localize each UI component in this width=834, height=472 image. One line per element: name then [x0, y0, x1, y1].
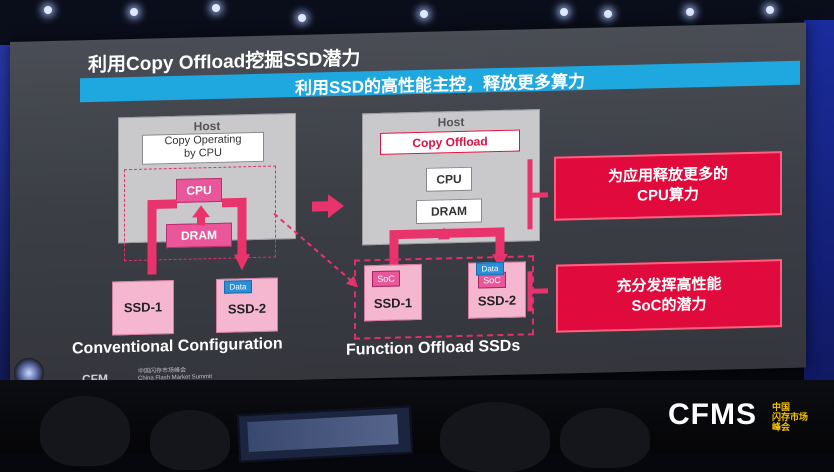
caption-offload: Function Offload SSDs	[346, 337, 521, 359]
copy-operating-box: Copy Operating by CPU	[142, 131, 264, 165]
corner-watermark-logo: CFMS	[668, 398, 757, 431]
phone-screen	[247, 414, 399, 453]
ceiling-light	[130, 8, 138, 16]
ceiling-light	[604, 10, 612, 18]
soc-chip: SoC	[372, 270, 400, 288]
benefit-box-soc: 充分发挥高性能 SoC的潜力	[556, 259, 782, 333]
side-led-wall-left	[0, 45, 10, 385]
dashed-arrow	[273, 212, 358, 288]
offload-arrows	[389, 227, 508, 269]
audience-head	[40, 396, 130, 466]
host-label: Host	[437, 114, 465, 130]
ceiling-light	[686, 8, 694, 16]
ceiling-light	[44, 6, 52, 14]
cpu-box: CPU	[426, 166, 472, 192]
side-led-wall-right	[804, 20, 834, 400]
ceiling-light	[212, 4, 220, 12]
ceiling-light	[298, 14, 306, 22]
right-arrow-icon	[312, 194, 344, 219]
audience-head	[150, 410, 230, 470]
corner-watermark-text: 中国 闪存市场 峰会	[772, 402, 809, 432]
ssd-1-conventional: SSD-1	[112, 279, 174, 336]
ceiling-light	[560, 8, 568, 16]
projection-screen: 利用Copy Offload挖掘SSD潜力 利用SSD的高性能主控，释放更多算力…	[10, 22, 806, 388]
copy-offload-box: Copy Offload	[380, 129, 520, 155]
data-tag: Data	[224, 280, 252, 294]
ceiling-light	[766, 6, 774, 14]
audience-head	[560, 408, 650, 468]
caption-conventional: Conventional Configuration	[72, 335, 283, 358]
bracket-connectors	[527, 159, 548, 312]
data-tag: Data	[476, 261, 504, 276]
conventional-arrows	[147, 197, 250, 275]
ceiling-light	[420, 10, 428, 18]
audience-head	[440, 402, 550, 472]
benefit-box-cpu: 为应用释放更多的 CPU算力	[554, 151, 782, 221]
